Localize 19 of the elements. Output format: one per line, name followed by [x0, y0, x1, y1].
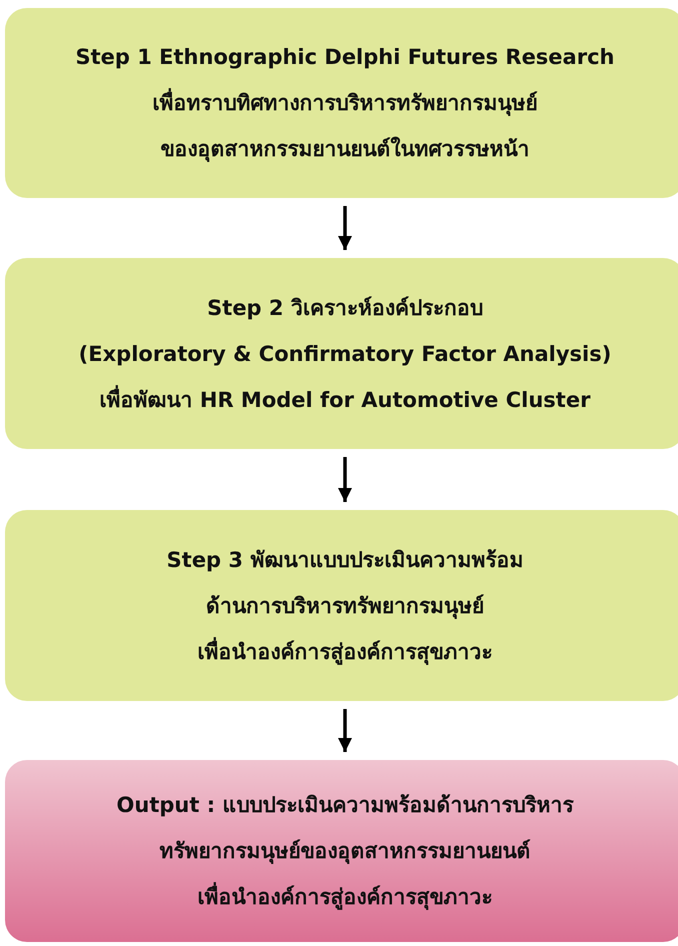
- process-box: [5, 8, 678, 198]
- process-box: [5, 760, 678, 942]
- arrow: [338, 457, 352, 502]
- box-text: ของอุตสาหกรรมยานยนต์ในทศวรรษหน้า: [160, 136, 530, 164]
- box-text: เพื่อพัฒนา HR Model for Automotive Cluster: [100, 376, 590, 422]
- box-text: เพื่อนำองค์การสู่องค์การสุขภาวะ: [198, 628, 492, 674]
- arrow: [338, 709, 352, 752]
- process-box: [5, 510, 678, 701]
- box-text: (Exploratory & Confirmatory Factor Analysis): [78, 340, 612, 368]
- arrow: [338, 206, 352, 250]
- box-text: เพื่อนำองค์การสู่องค์การสุขภาวะ: [198, 874, 492, 920]
- box-text: ทรัพยากรมนุษย์ของอุตสาหกรรมยานยนต์: [160, 838, 530, 866]
- box-text: เพื่อทราบทิศทางการบริหารทรัพยากรมนุษย์: [152, 80, 538, 126]
- box-text: Step 1 Ethnographic Delphi Futures Research: [76, 44, 614, 71]
- box-text: Step 3 พัฒนาแบบประเมินความพร้อม: [166, 546, 524, 574]
- box-text: Step 2 วิเคราะห์องค์ประกอบ: [207, 294, 483, 322]
- box-text: ด้านการบริหารทรัพยากรมนุษย์: [206, 592, 484, 621]
- box-text: Output : แบบประเมินความพร้อมด้านการบริหาร: [116, 792, 574, 819]
- process-box: [5, 258, 678, 449]
